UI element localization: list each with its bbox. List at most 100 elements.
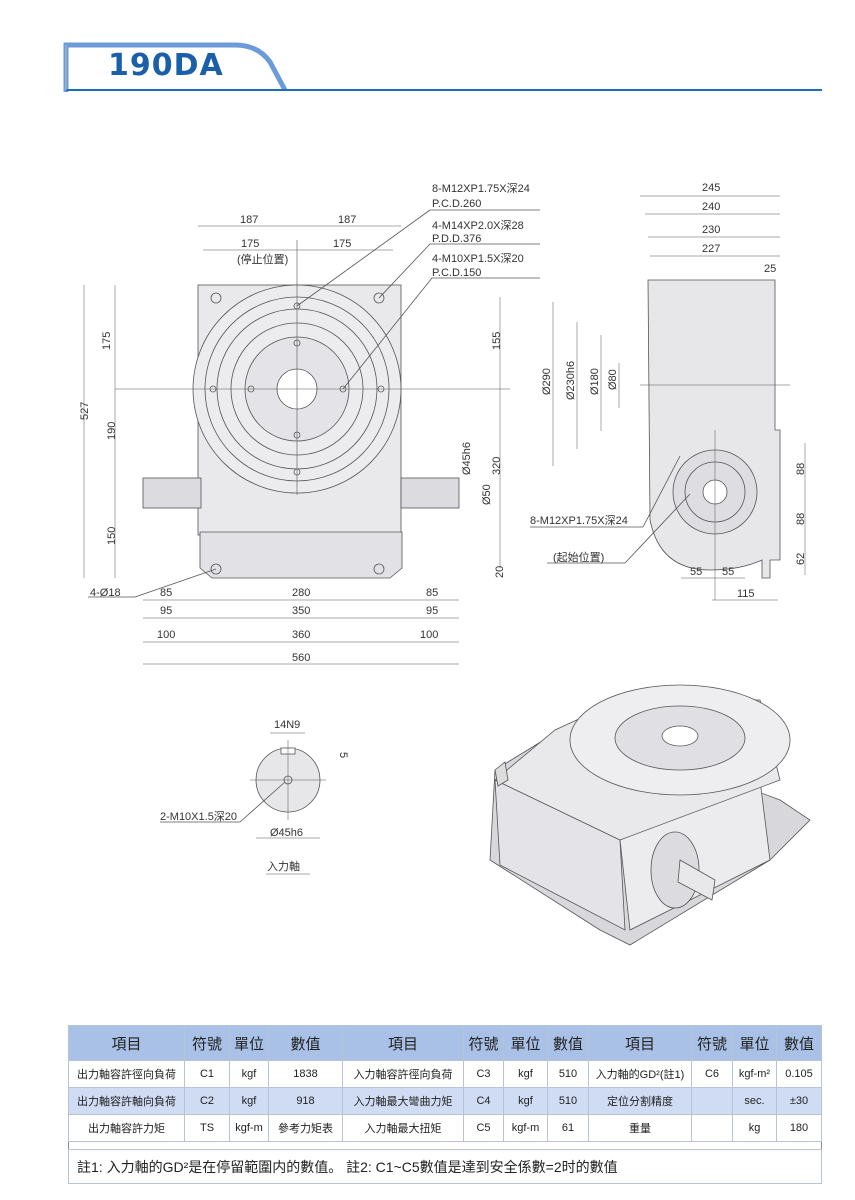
dimension-label: 4-M10XP1.5X深20 — [432, 252, 524, 265]
table-cell: 數值 — [268, 1025, 343, 1061]
table-cell: C5 — [463, 1114, 504, 1142]
dimension-label: 230 — [702, 224, 720, 236]
table-cell: 定位分割精度 — [588, 1087, 692, 1115]
table-cell: ±30 — [776, 1087, 822, 1115]
dimension-label: 5 — [337, 752, 349, 758]
table-cell: 1838 — [268, 1060, 343, 1088]
dimension-label: 14N9 — [274, 719, 300, 731]
table-cell: sec. — [732, 1087, 777, 1115]
dimension-label: Ø45h6 — [270, 827, 303, 839]
dimension-label: 85 — [426, 587, 438, 599]
dimension-label: (停止位置) — [237, 252, 288, 266]
table-cell: 符號 — [463, 1025, 504, 1061]
table-cell: 出力軸容許力矩 — [68, 1114, 185, 1142]
table-cell: C4 — [463, 1087, 504, 1115]
table-spacer — [68, 1141, 822, 1150]
dimension-label: 62 — [795, 553, 807, 565]
front-view — [83, 209, 540, 665]
dimension-label: 175 — [333, 238, 351, 250]
table-cell: 項目 — [342, 1025, 464, 1061]
dimension-label: 360 — [292, 629, 310, 641]
dimension-label: 85 — [160, 587, 172, 599]
side-view — [530, 195, 806, 601]
dimension-label: 25 — [764, 263, 776, 275]
table-cell: kgf-m — [229, 1114, 269, 1142]
dimension-label: 560 — [292, 652, 310, 664]
table-cell — [691, 1087, 733, 1115]
dimension-label: 4-Ø18 — [90, 587, 121, 599]
model-title: 190DA — [108, 48, 224, 83]
table-note: 註1: 入力軸的GD²是在停留範圍内的數值。 註2: C1~C5數值是達到安全係… — [68, 1149, 822, 1184]
dimension-label: Ø80 — [607, 369, 619, 390]
table-note-row: 註1: 入力軸的GD²是在停留範圍内的數值。 註2: C1~C5數值是達到安全係… — [68, 1149, 822, 1184]
table-cell: 數值 — [776, 1025, 822, 1061]
dimension-label: 95 — [160, 605, 172, 617]
dimension-label: 20 — [494, 566, 506, 578]
technical-drawing: 8-M12XP1.75X深24 P.C.D.260 4-M14XP2.0X深28… — [79, 182, 811, 946]
table-cell: 項目 — [68, 1025, 185, 1061]
table-cell: TS — [184, 1114, 230, 1142]
dimension-label: 527 — [79, 402, 91, 420]
dimension-label: 95 — [426, 605, 438, 617]
isometric-view — [489, 684, 811, 946]
dimension-label: 175 — [241, 238, 259, 250]
table-cell: 項目 — [588, 1025, 692, 1061]
dimension-label: 187 — [338, 214, 356, 226]
dimension-label: 245 — [702, 182, 720, 194]
dimension-label: Ø45h6 — [461, 442, 473, 475]
table-cell: kgf — [503, 1087, 548, 1115]
table-cell: kgf — [503, 1060, 548, 1088]
dimension-label: 55 — [722, 566, 734, 578]
dimension-label: 100 — [157, 629, 175, 641]
table-cell: 61 — [547, 1114, 589, 1142]
table-cell: 918 — [268, 1087, 343, 1115]
dimension-label: 280 — [292, 587, 310, 599]
section-header: 190DA — [0, 0, 855, 100]
table-cell: 180 — [776, 1114, 822, 1142]
dimension-label: 115 — [737, 588, 755, 600]
table-cell: 單位 — [229, 1025, 269, 1061]
dimension-label: 320 — [491, 457, 503, 475]
dimension-label: 227 — [702, 243, 720, 255]
side-view-labels: 245 240 230 227 25 Ø290 Ø230h6 Ø180 Ø80 … — [530, 182, 807, 600]
table-cell: C6 — [691, 1060, 733, 1088]
table-cell: C2 — [184, 1087, 230, 1115]
table-cell: 數值 — [547, 1025, 589, 1061]
dimension-label: 55 — [690, 566, 702, 578]
table-cell: C3 — [463, 1060, 504, 1088]
table-cell — [691, 1114, 733, 1142]
dimension-label: 2-M10X1.5深20 — [160, 810, 237, 823]
input-shaft-labels: 14N9 5 2-M10X1.5深20 Ø45h6 入力軸 — [160, 719, 349, 873]
table-cell: kgf-m² — [732, 1060, 777, 1088]
dimension-label: Ø50 — [481, 484, 493, 505]
input-shaft-detail — [160, 732, 326, 875]
table-cell: kgf-m — [503, 1114, 548, 1142]
table-cell: 入力軸最大扭矩 — [342, 1114, 464, 1142]
dimension-label: 100 — [420, 629, 438, 641]
dimension-label: P.C.D.150 — [432, 267, 481, 279]
dimension-label: P.C.D.260 — [432, 198, 481, 210]
dimension-label: 88 — [795, 463, 807, 475]
dimension-label: 8-M12XP1.75X深24 — [432, 182, 530, 195]
dimension-label: 入力軸 — [267, 859, 300, 873]
table-cell: kgf — [229, 1060, 269, 1088]
dimension-label: 187 — [240, 214, 258, 226]
dimension-label: 350 — [292, 605, 310, 617]
header-tab-shape — [63, 42, 822, 92]
dimension-label: 190 — [106, 422, 118, 440]
table-cell: 參考力矩表 — [268, 1114, 343, 1142]
table-cell: 510 — [547, 1060, 589, 1088]
table-cell: 符號 — [691, 1025, 733, 1061]
dimension-label: Ø180 — [589, 368, 601, 395]
dimension-label: Ø290 — [541, 368, 553, 395]
table-cell: kg — [732, 1114, 777, 1142]
table-cell: kgf — [229, 1087, 269, 1115]
dimension-label: (起始位置) — [553, 550, 604, 564]
dimension-label: 4-M14XP2.0X深28 — [432, 219, 524, 232]
dimension-label: Ø230h6 — [565, 361, 577, 400]
table-cell: 入力軸容許徑向負荷 — [342, 1060, 464, 1088]
